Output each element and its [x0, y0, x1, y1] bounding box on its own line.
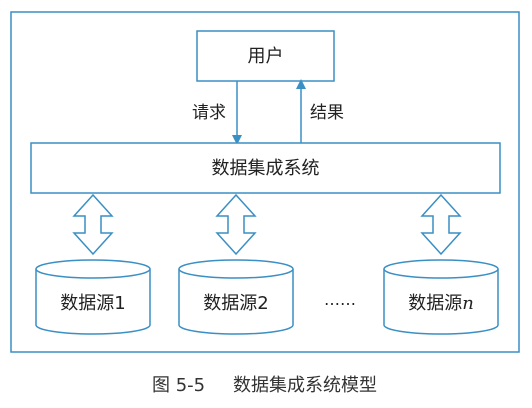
double-arrow-2 — [215, 193, 257, 256]
source-label-n-suffix: n — [462, 293, 474, 314]
source-cylinder-1 — [35, 269, 151, 335]
source-cylinder-n-top — [383, 259, 499, 279]
caption-title: 数据集成系统模型 — [233, 375, 377, 396]
source-label-2: 数据源2 — [203, 293, 268, 314]
figure-caption: 图 5-5 数据集成系统模型 — [152, 375, 377, 396]
source-cylinder-2-top — [178, 259, 294, 279]
source-cylinder-1-top — [35, 259, 151, 279]
integration-system-box — [30, 142, 501, 194]
outer-frame — [10, 11, 520, 353]
source-node-1: 数据源1 — [35, 259, 151, 335]
request-label: 请求 — [192, 103, 226, 123]
source-label-1: 数据源1 — [60, 293, 125, 314]
integration-system-node: 数据集成系统 — [30, 142, 501, 194]
source-cylinder-n — [383, 269, 499, 335]
request-arrow: 请求 — [192, 81, 242, 145]
caption-number: 图 5-5 — [152, 375, 205, 396]
result-arrow: 结果 — [296, 79, 344, 143]
source-node-2: 数据源2 — [178, 259, 294, 335]
source-label-n: 数据源n — [408, 293, 474, 314]
source-label-n-text: 数据源 — [408, 293, 462, 314]
double-arrow-n — [420, 193, 462, 256]
user-node: 用户 — [196, 30, 335, 82]
result-label: 结果 — [310, 103, 344, 123]
user-label: 用户 — [248, 46, 284, 67]
double-arrow-1 — [72, 193, 114, 256]
integration-system-label: 数据集成系统 — [212, 158, 320, 179]
source-cylinder-2 — [178, 269, 294, 335]
user-box — [196, 30, 335, 82]
source-ellipsis: …… — [324, 290, 356, 309]
source-node-n: 数据源n — [383, 259, 499, 335]
